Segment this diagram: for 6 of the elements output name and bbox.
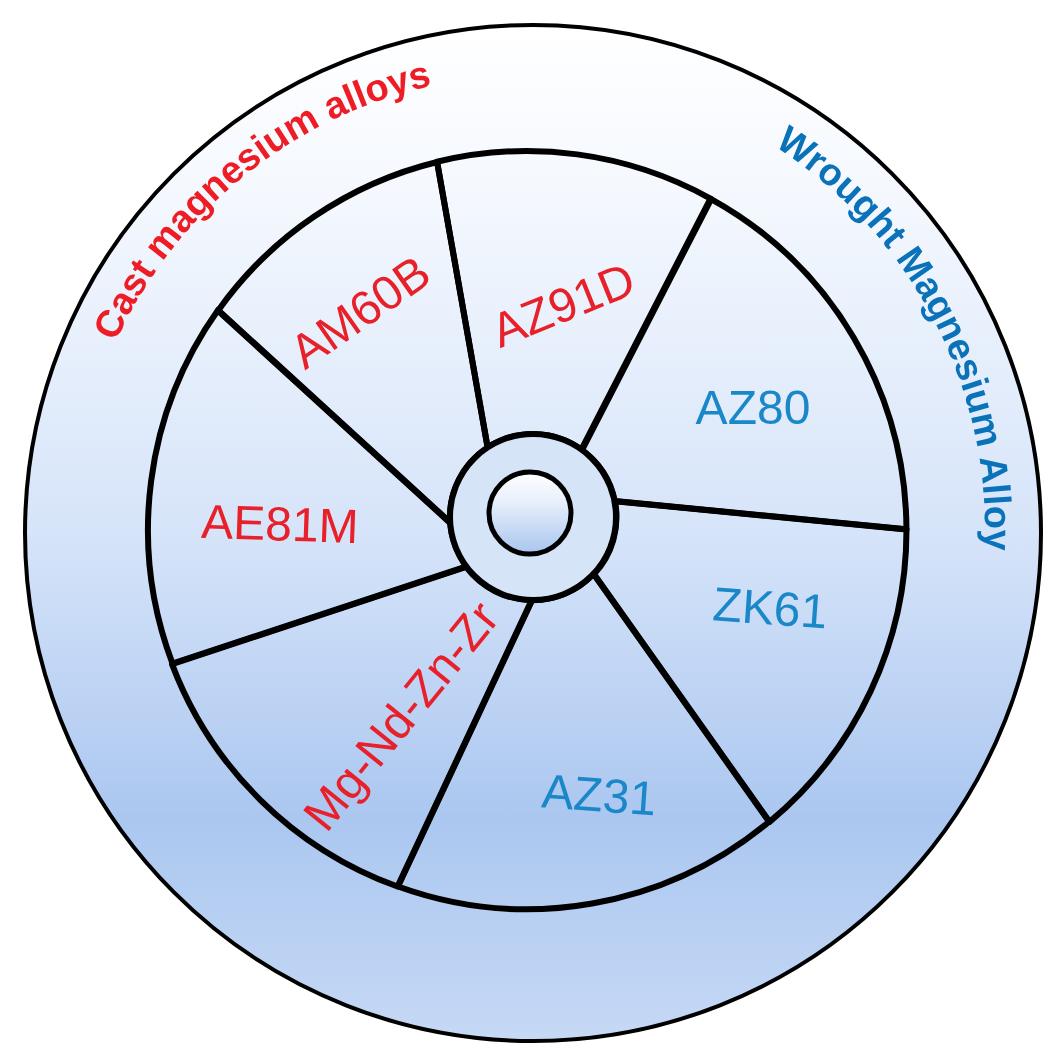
outer-ring [22,22,1044,1044]
alloy-label: ZK61 [710,576,830,640]
alloy-label: AZ80 [695,380,811,436]
alloy-label: AE81M [200,493,360,555]
alloy-label: AZ91D [483,251,643,359]
alloy-label: AZ31 [539,763,659,827]
